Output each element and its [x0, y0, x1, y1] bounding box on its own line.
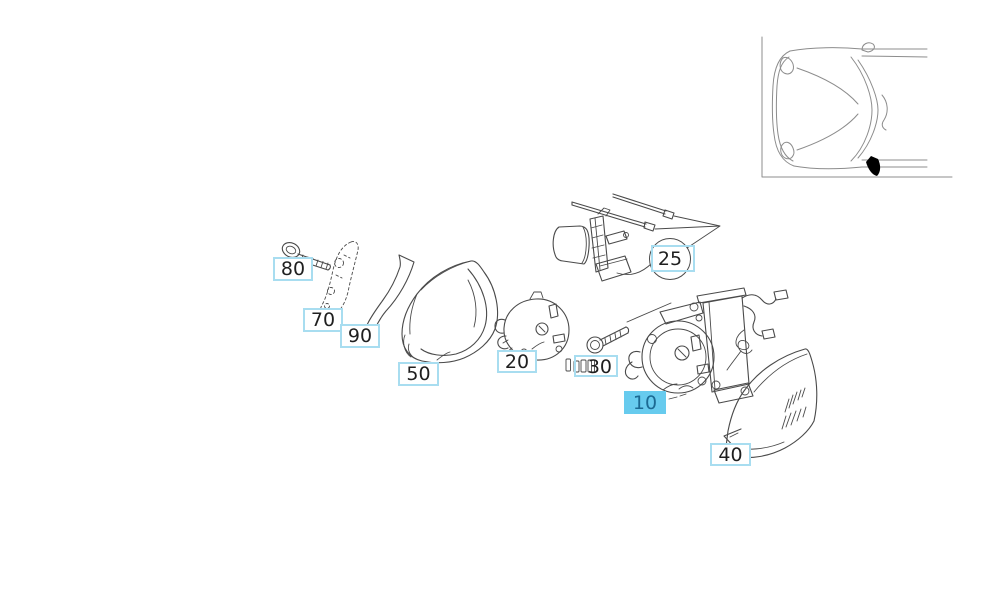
part-drawing-glass-40 — [723, 348, 818, 459]
part-drawing-motor-25 — [552, 193, 721, 282]
driver-mirror-highlight — [866, 156, 881, 176]
part-drawing-gasket-70 — [319, 241, 359, 318]
part-drawing-base-assembly-10 — [624, 287, 789, 404]
part-drawing-screw-30 — [565, 302, 672, 373]
passenger-mirror-outline — [861, 42, 875, 53]
car-location-inset — [761, 36, 953, 178]
part-label-20[interactable]: 20 — [497, 350, 537, 373]
part-label-40[interactable]: 40 — [710, 443, 751, 466]
car-top-view-drawing — [771, 42, 928, 176]
part-label-80[interactable]: 80 — [273, 257, 313, 281]
part-drawing-housing-50 — [401, 260, 499, 364]
part-label-30[interactable]: 30 — [574, 355, 618, 378]
part-label-70[interactable]: 70 — [303, 308, 343, 332]
glass-hatching — [781, 387, 807, 430]
part-label-10[interactable]: 10 — [624, 391, 666, 414]
inset-frame — [761, 36, 953, 178]
part-label-90[interactable]: 90 — [340, 324, 380, 348]
part-label-50[interactable]: 50 — [398, 362, 439, 386]
part-label-25[interactable]: 25 — [649, 238, 691, 280]
part-drawing-trim-90 — [364, 254, 415, 339]
